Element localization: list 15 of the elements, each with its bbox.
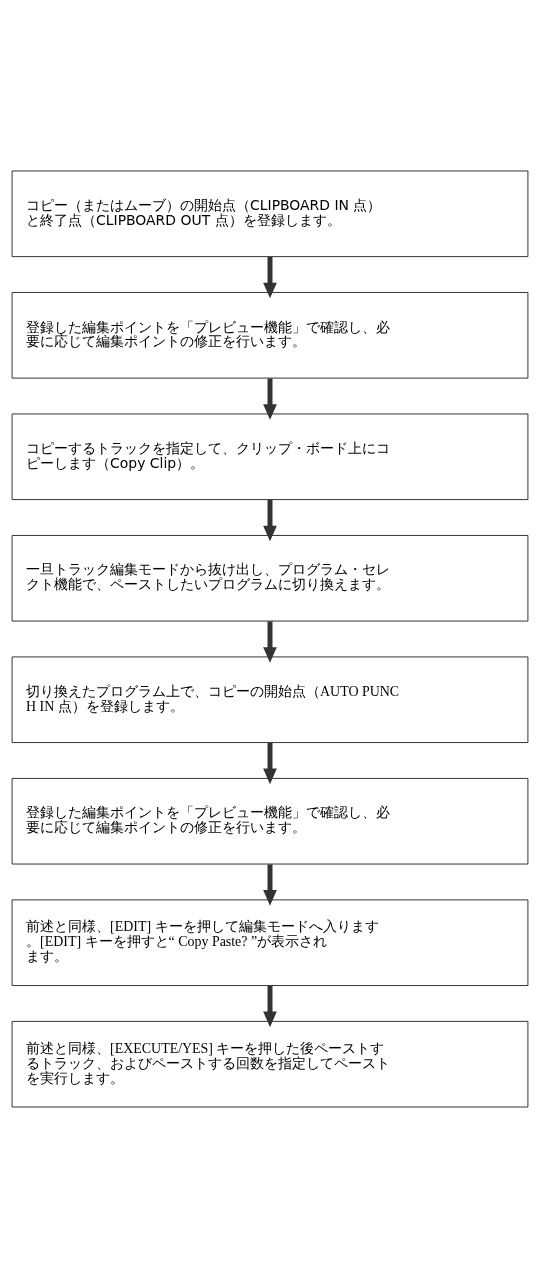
- node-box: コピーするトラックを指定して、クリップ・ボード上にコピーします（Copy Clip）。: [11, 412, 529, 500]
- arrow: [263, 863, 277, 906]
- arrow: [263, 985, 277, 1027]
- arrow: [263, 742, 277, 784]
- arrow: [263, 377, 277, 420]
- node-box: 登録した編集ポイントを「プレビュー機能」で確認し、必要に応じて編集ポイントの修正を行います。: [11, 777, 529, 865]
- node-box: 登録した編集ポイントを「プレビュー機能」で確認し、必要に応じて編集ポイントの修正を行います。: [11, 291, 529, 379]
- node-box: 切り換えたプログラム上で、コピーの開始点（AUTO PUNCH IN 点）を登録します。: [11, 655, 529, 743]
- arrow: [263, 620, 277, 663]
- node-box: コピー（またはムーブ）の開始点（CLIPBOARD IN 点）と終了点（CLIPBOARD OUT 点）を登録します。: [11, 170, 529, 257]
- node-box: 一旦トラック編集モードから抜け出し、プログラム・セレクト機能で、ペーストしたいプログラムに切り換えます。: [11, 534, 529, 622]
- arrow: [263, 256, 277, 298]
- node-box: 前述と同様、[EDIT] キーを押して編集モードへ入ります。[EDIT] キーを押すと“ Copy Paste? ”が表示されます。: [11, 898, 529, 986]
- node-box: 前述と同様、[EXECUTE/YES] キーを押した後ペーストするトラック、およびペーストする回数を指定してペーストを実行します。: [11, 1020, 529, 1107]
- arrow: [263, 499, 277, 541]
